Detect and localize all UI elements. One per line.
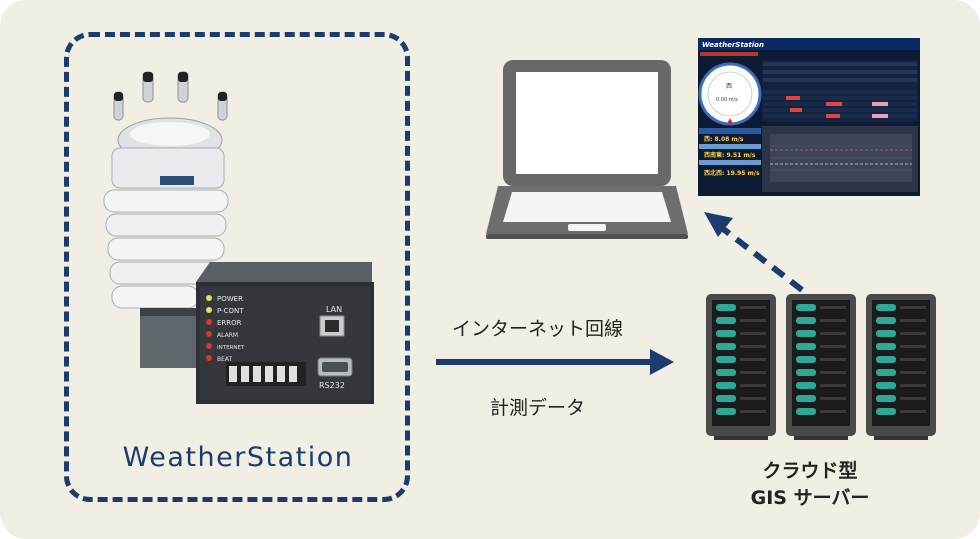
- led-label-error: ERROR: [217, 319, 242, 327]
- data-label: 計測データ: [490, 397, 586, 419]
- device-group-frame: [64, 32, 410, 502]
- monitoring-screen: WeatherStation 西 0.00 m/s 西: 8.08 m/s 西南…: [698, 38, 920, 196]
- device-title: WeatherStation: [122, 442, 354, 473]
- readout-3: 西北西: 19.95 m/s: [704, 169, 760, 177]
- rs232-label: RS232: [319, 381, 345, 390]
- data-flow-arrow: [436, 349, 674, 375]
- laptop-icon: [486, 60, 688, 239]
- server-label-line1: クラウド型: [762, 460, 858, 482]
- logger-unit: POWER P-CONT ERROR ALARM INTERNET BEAT L…: [196, 262, 374, 404]
- server-rack-icon: [706, 294, 936, 440]
- readout-2: 西南東: 9.51 m/s: [704, 151, 756, 159]
- weather-sensor: [103, 71, 229, 368]
- led-label-alarm: ALARM: [217, 332, 238, 339]
- led-label-beat: BEAT: [217, 356, 233, 363]
- led-label-power: POWER: [217, 295, 243, 303]
- server-to-pc-arrow: [704, 212, 804, 293]
- led-label-pcont: P-CONT: [217, 307, 244, 315]
- server-label: クラウド型 GIS サーバー: [680, 458, 940, 512]
- led-label-internet: INTERNET: [217, 345, 245, 351]
- app-title: WeatherStation: [702, 41, 764, 49]
- network-label: インターネット回線: [452, 318, 624, 340]
- lan-label: LAN: [326, 305, 342, 314]
- readout-1: 西: 8.08 m/s: [704, 135, 744, 143]
- gauge-speed: 0.00 m/s: [716, 97, 738, 103]
- gauge-direction: 西: [726, 83, 732, 90]
- server-label-line2: GIS サーバー: [750, 487, 870, 509]
